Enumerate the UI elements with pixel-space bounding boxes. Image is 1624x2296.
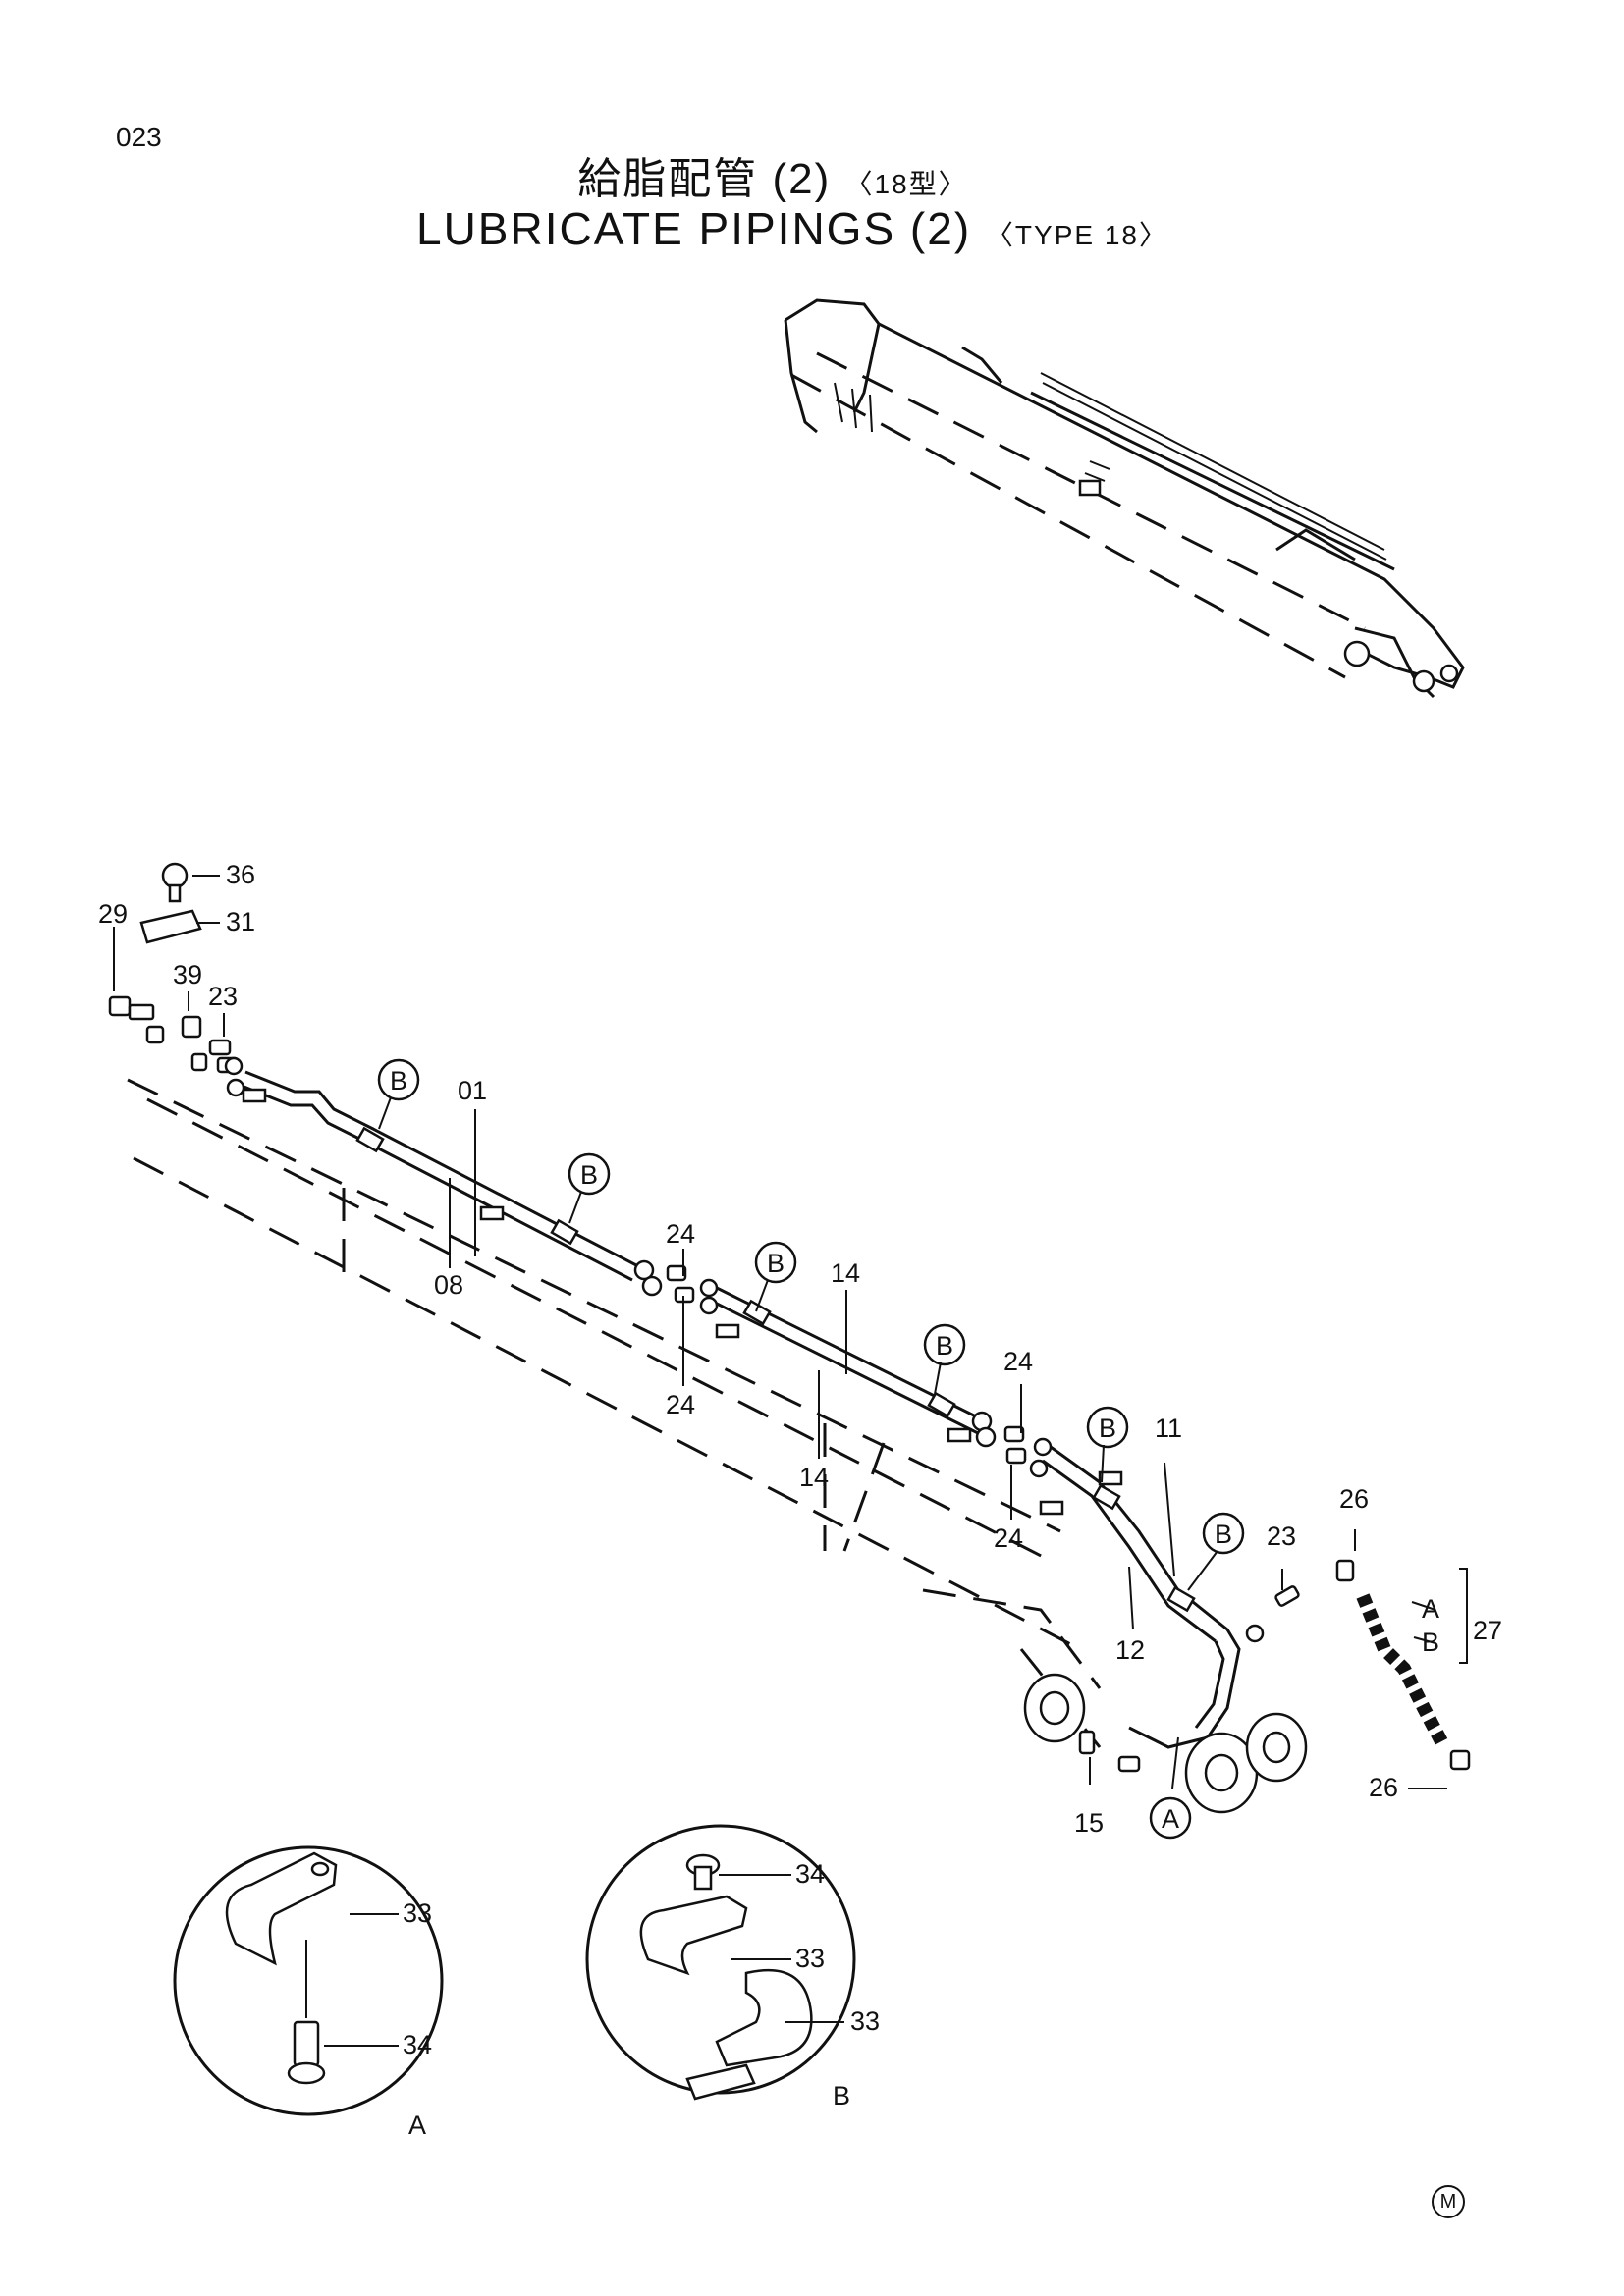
detail-a-label: A bbox=[408, 2110, 426, 2140]
detail-marker-b-2: B bbox=[580, 1160, 598, 1190]
boom-foot-bosses bbox=[1023, 1673, 1308, 1814]
title-japanese-main: 給脂配管 (2) bbox=[577, 155, 832, 203]
callout-39: 39 bbox=[173, 960, 202, 989]
hose-27 bbox=[1356, 1593, 1450, 1749]
callout-24-c: 24 bbox=[1003, 1347, 1033, 1376]
detail-a-callout-34: 34 bbox=[403, 2030, 432, 2059]
detail-marker-b-3: B bbox=[767, 1249, 785, 1278]
title-english-main: LUBRICATE PIPINGS (2) bbox=[416, 203, 972, 254]
callout-24-d: 24 bbox=[994, 1523, 1023, 1553]
callout-15: 15 bbox=[1074, 1808, 1104, 1838]
detail-b-callout-33-a: 33 bbox=[795, 1944, 825, 1973]
page-number: 023 bbox=[116, 122, 162, 152]
callout-23-left: 23 bbox=[208, 982, 238, 1011]
callout-11: 11 bbox=[1155, 1414, 1182, 1443]
callout-26-bottom: 26 bbox=[1369, 1773, 1398, 1802]
detail-markers: B B B B B B A bbox=[377, 1058, 1245, 1840]
callout-23-right: 23 bbox=[1267, 1522, 1296, 1551]
overview-boom-illustration bbox=[784, 298, 1465, 699]
boom-outline bbox=[127, 1078, 1102, 1748]
lube-pipes bbox=[241, 1070, 1241, 1749]
callout-24-a: 24 bbox=[666, 1219, 695, 1249]
detail-marker-b-1: B bbox=[390, 1066, 407, 1095]
detail-b: 34 33 33 B bbox=[585, 1824, 880, 2110]
detail-marker-b-4: B bbox=[936, 1331, 953, 1361]
callout-08: 08 bbox=[434, 1270, 463, 1300]
callout-27-a: A bbox=[1422, 1594, 1439, 1624]
title-japanese-type: 〈18型〉 bbox=[844, 169, 968, 199]
detail-b-label: B bbox=[833, 2081, 850, 2110]
title-english: LUBRICATE PIPINGS (2) 〈TYPE 18〉 bbox=[0, 202, 1604, 255]
maker-mark: M bbox=[1432, 2185, 1465, 2218]
callout-31: 31 bbox=[226, 907, 255, 936]
detail-b-callout-33-b: 33 bbox=[850, 2006, 880, 2036]
callout-14-bottom: 14 bbox=[799, 1463, 829, 1492]
title-english-type: 〈TYPE 18〉 bbox=[985, 220, 1168, 250]
callout-24-b: 24 bbox=[666, 1390, 695, 1419]
callout-29: 29 bbox=[98, 899, 128, 929]
detail-marker-b-6: B bbox=[1215, 1520, 1232, 1549]
callout-01: 01 bbox=[458, 1076, 487, 1105]
callout-12: 12 bbox=[1115, 1635, 1145, 1665]
detail-a-callout-33: 33 bbox=[403, 1898, 432, 1928]
callouts: 36 31 29 39 23 01 08 24 24 14 14 24 24 1… bbox=[98, 860, 1502, 1838]
detail-a: 33 34 A bbox=[173, 1845, 444, 2140]
detail-marker-a-1: A bbox=[1162, 1804, 1179, 1834]
leader-lines bbox=[113, 875, 1468, 1789]
callout-36: 36 bbox=[226, 860, 255, 889]
callout-26-top: 26 bbox=[1339, 1484, 1369, 1514]
fittings-left bbox=[108, 862, 1471, 1773]
callout-27-b: B bbox=[1422, 1628, 1439, 1657]
detail-b-callout-34: 34 bbox=[795, 1859, 825, 1889]
detail-marker-b-5: B bbox=[1099, 1414, 1116, 1443]
callout-14-top: 14 bbox=[831, 1258, 860, 1288]
title-japanese: 給脂配管 (2) 〈18型〉 bbox=[0, 143, 1585, 206]
callout-27: 27 bbox=[1473, 1616, 1502, 1645]
